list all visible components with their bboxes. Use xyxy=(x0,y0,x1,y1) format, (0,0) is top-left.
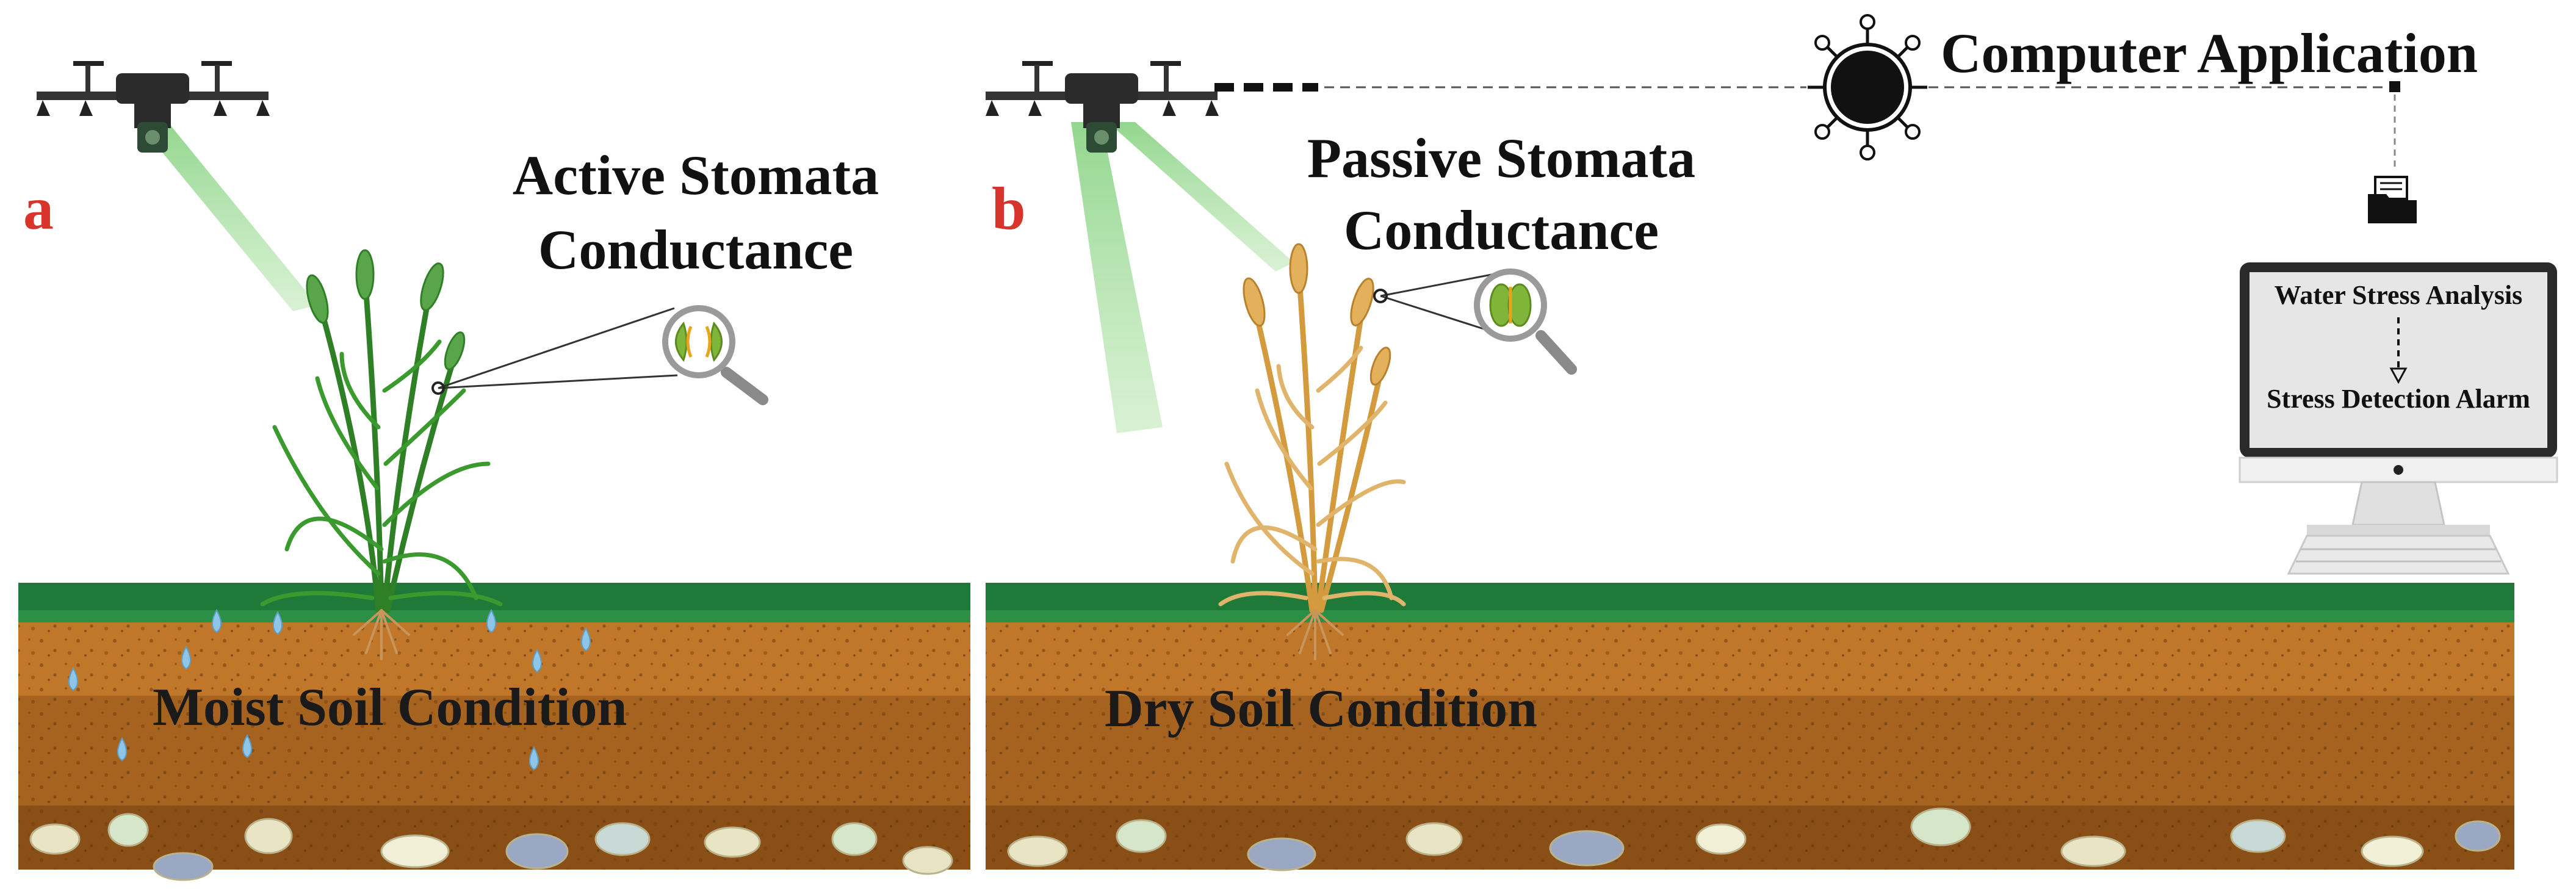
moist-soil-label: Moist Soil Condition xyxy=(153,678,627,737)
drone-beam-b-wide xyxy=(1071,122,1163,433)
soil-b xyxy=(986,583,2514,870)
computer-monitor-icon xyxy=(2239,262,2558,575)
dry-soil-label: Dry Soil Condition xyxy=(1105,679,1537,738)
monitor-stress-alarm-text: Stress Detection Alarm xyxy=(2267,384,2530,414)
network-hub-icon xyxy=(1808,14,1927,160)
soil-a xyxy=(18,583,970,870)
drone-beam-b-narrow xyxy=(1108,122,1294,272)
pebbles-a xyxy=(29,813,953,881)
drone-icon xyxy=(37,61,270,153)
panel-letter-a: a xyxy=(23,175,54,242)
computer-application-label: Computer Application xyxy=(1941,22,2478,84)
monitor-water-stress-text: Water Stress Analysis xyxy=(2275,280,2523,310)
healthy-plant xyxy=(260,249,503,660)
dry-plant xyxy=(1218,243,1406,660)
folder-icon xyxy=(2368,176,2417,223)
panel-b: Computer Application Water Stress Analys… xyxy=(986,14,2558,871)
magnifier-passive-icon xyxy=(1474,269,1577,375)
panel-letter-b: b xyxy=(992,175,1026,242)
drone-icon xyxy=(986,61,1219,153)
panel-a: a Active Stomata Conductance Moist Soil … xyxy=(18,61,970,881)
active-stomata-label-line1: Active Stomata xyxy=(513,144,879,206)
magnifier-active-icon xyxy=(662,305,768,405)
passive-stomata-label-line1: Passive Stomata xyxy=(1307,127,1695,189)
water-drops xyxy=(68,608,591,771)
pebbles-b xyxy=(1007,807,2501,871)
active-stomata-label-line2: Conductance xyxy=(538,218,853,281)
drone-beam-a xyxy=(137,122,317,311)
passive-stomata-label-line2: Conductance xyxy=(1344,199,1659,261)
